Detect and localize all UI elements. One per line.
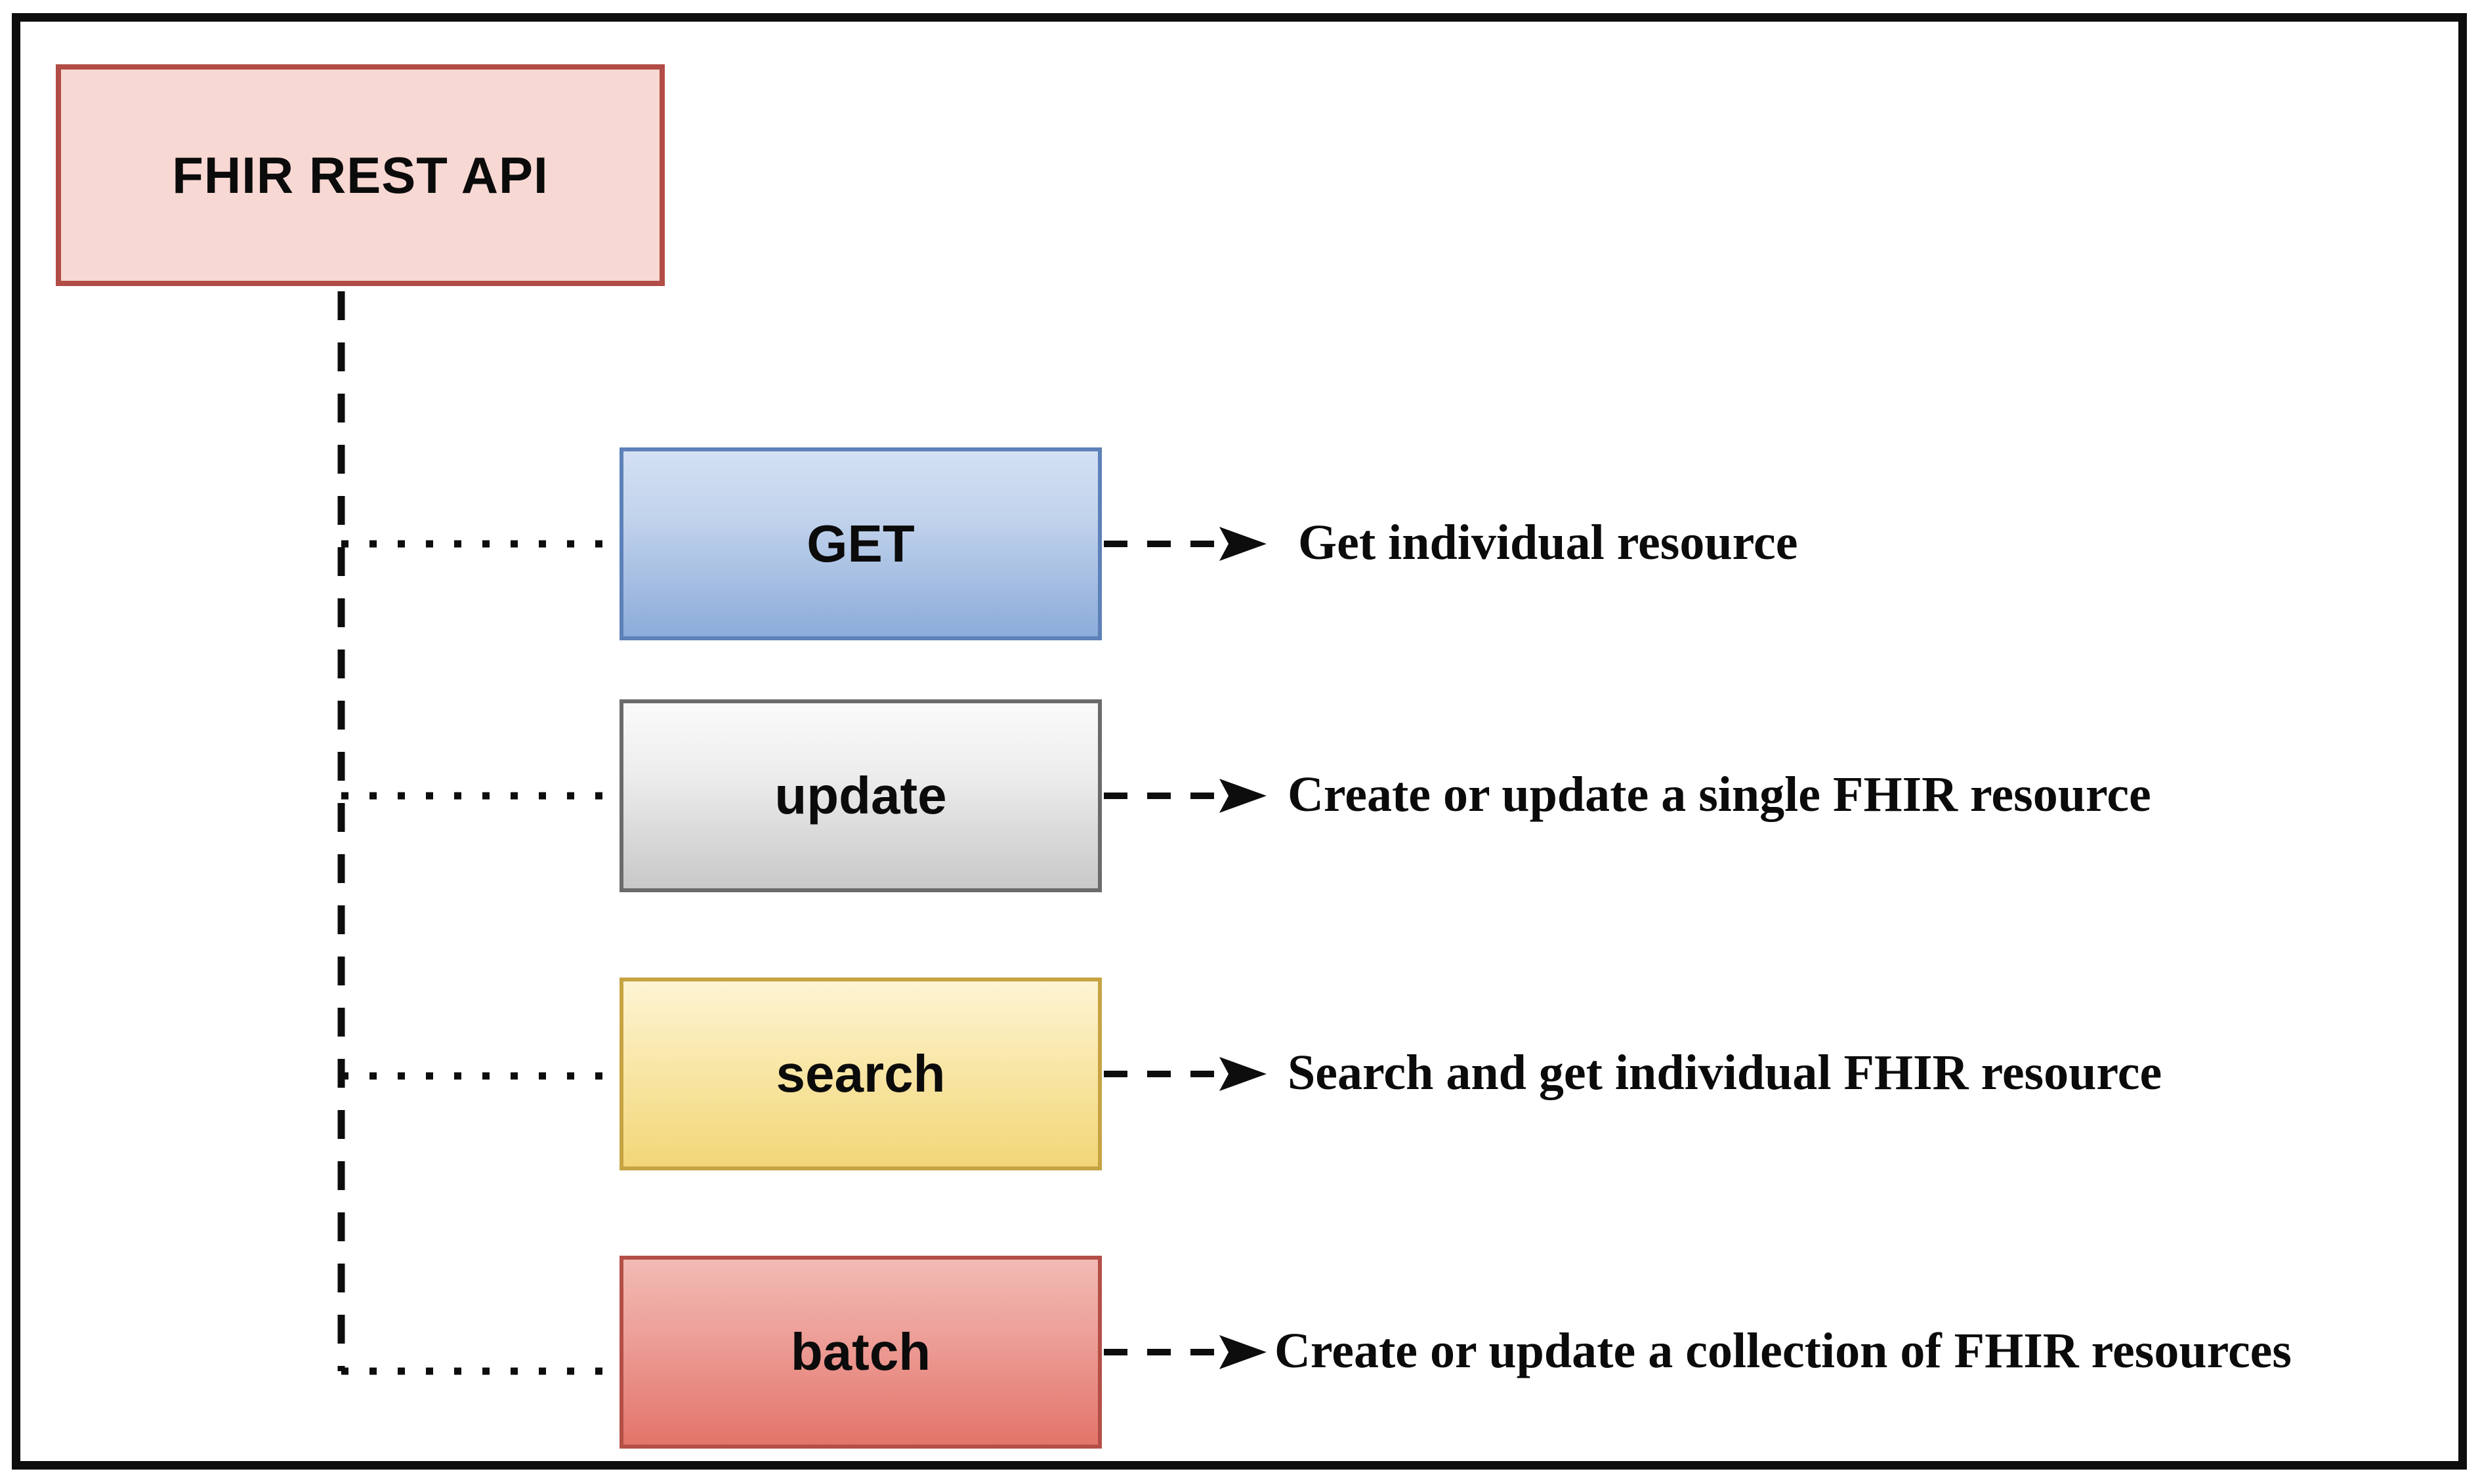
update-description: Create or update a single FHIR resource — [1288, 766, 2151, 822]
arrow-get — [1104, 527, 1267, 561]
outer-border-frame — [12, 13, 2467, 1470]
arrow-batch — [1104, 1335, 1267, 1369]
arrow-search — [1104, 1057, 1267, 1091]
arrowhead-icon — [1219, 779, 1267, 813]
search-node: search — [620, 978, 1102, 1170]
batch-description: Create or update a collection of FHIR re… — [1274, 1323, 2292, 1378]
batch-node: batch — [620, 1256, 1102, 1449]
search-node-label: search — [776, 1044, 946, 1103]
update-node-label: update — [774, 766, 947, 825]
get-description: Get individual resource — [1298, 514, 1798, 570]
arrowhead-icon — [1219, 527, 1267, 561]
arrow-update — [1104, 779, 1267, 813]
search-description: Search and get individual FHIR resource — [1288, 1044, 2162, 1100]
get-node: GET — [620, 447, 1102, 640]
batch-node-label: batch — [790, 1323, 931, 1381]
arrowhead-icon — [1219, 1335, 1267, 1369]
fhir-rest-api-node: FHIR REST API — [56, 64, 665, 286]
update-node: update — [620, 699, 1102, 892]
arrowhead-icon — [1219, 1057, 1267, 1091]
get-node-label: GET — [807, 514, 915, 573]
fhir-rest-api-label: FHIR REST API — [172, 146, 549, 204]
